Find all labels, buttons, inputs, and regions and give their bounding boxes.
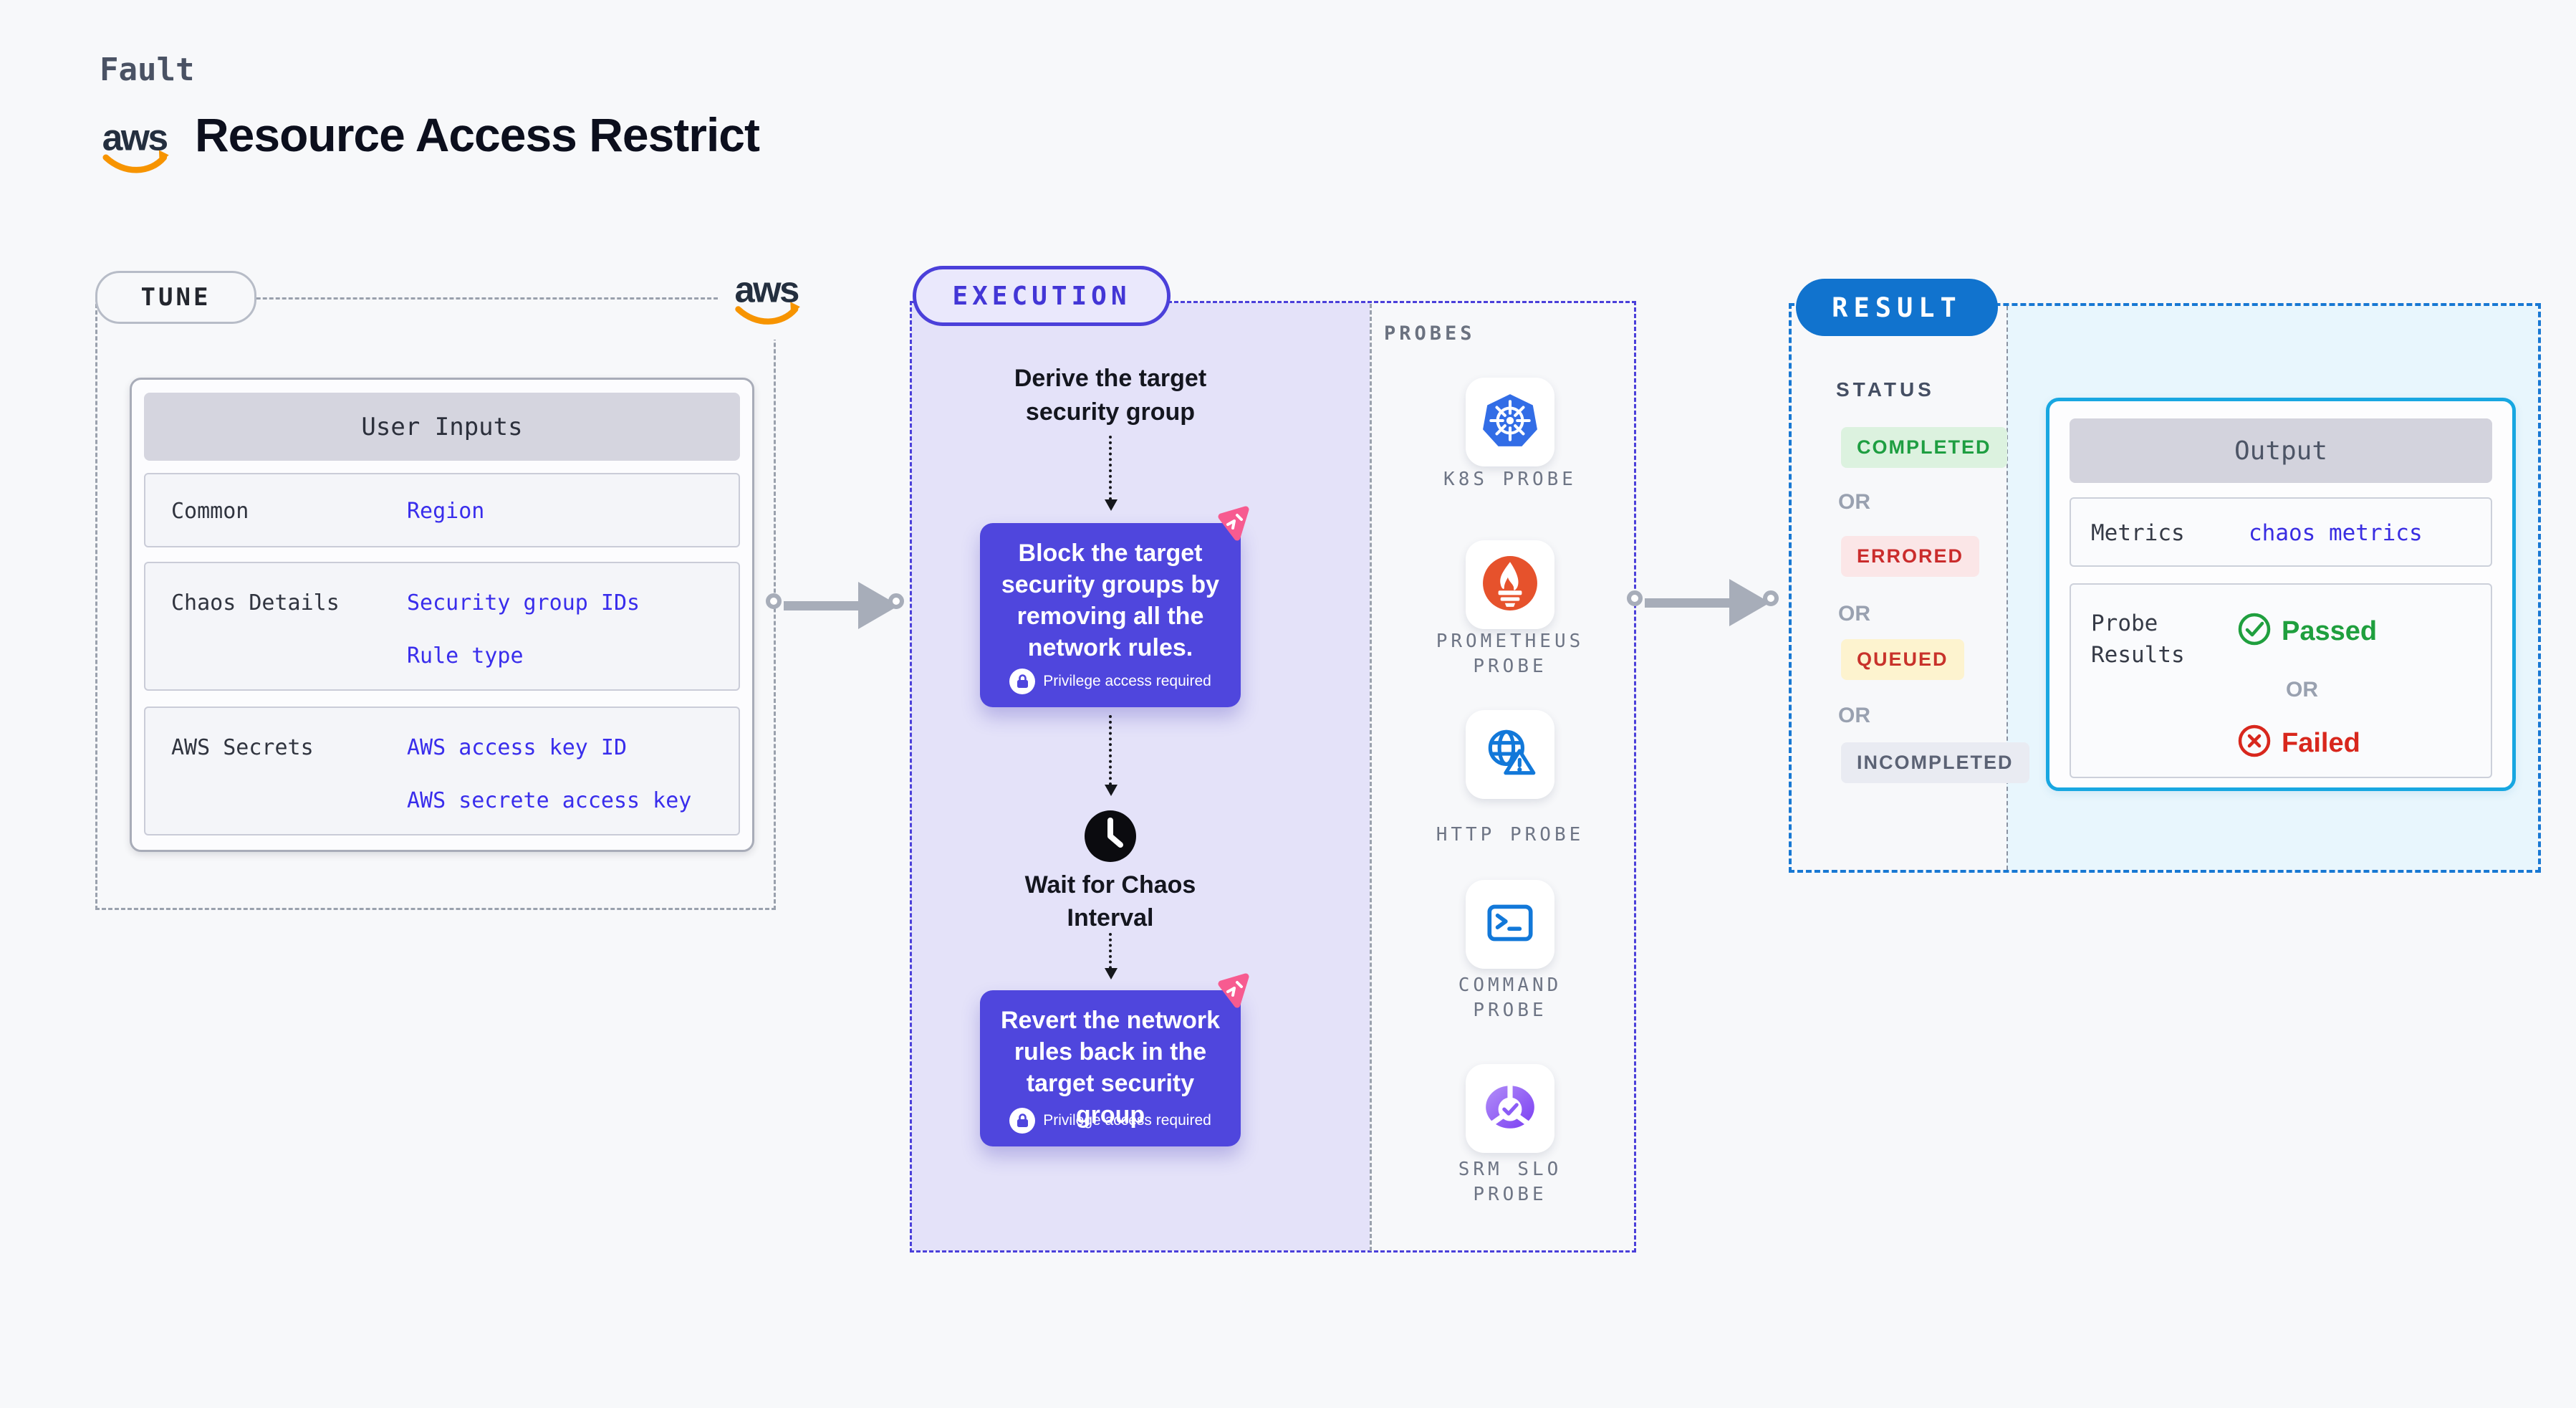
probe-label: SRM SLO PROBE — [1458, 1159, 1562, 1205]
clock-icon — [1085, 810, 1136, 862]
row-label: AWS Secrets — [171, 735, 314, 760]
page-title: Resource Access Restrict — [195, 108, 760, 161]
table-row-chaos-details: Chaos Details Security group IDs Rule ty… — [144, 562, 740, 691]
probe-label: K8S PROBE — [1443, 469, 1577, 490]
status-title: STATUS — [1836, 378, 1935, 401]
table-row-aws-secrets: AWS Secrets AWS access key ID AWS secret… — [144, 707, 740, 835]
probe-results-row: Probe Results Passed OR Failed — [2070, 583, 2492, 778]
fault-kind-label: Fault — [100, 52, 195, 88]
probe-card-k8s — [1466, 378, 1554, 466]
chaos-spark-icon — [1213, 972, 1252, 1010]
connector-node — [766, 593, 782, 609]
svg-text:aws: aws — [734, 269, 799, 310]
status-badge-queued: QUEUED — [1841, 639, 1964, 680]
row-value: Rule type — [407, 643, 524, 669]
table-row-common: Common Region — [144, 473, 740, 547]
privilege-row: Privilege access required — [980, 669, 1241, 694]
connector-node — [1763, 590, 1779, 606]
probe-card-srm-slo — [1466, 1064, 1554, 1153]
svg-text:aws: aws — [102, 116, 168, 158]
lock-icon — [1009, 669, 1036, 694]
srm-slo-icon — [1481, 1078, 1539, 1139]
output-card: Output Metrics chaos metrics Probe Resul… — [2046, 398, 2516, 791]
status-or: OR — [1838, 602, 1870, 626]
execution-section-border — [910, 301, 1636, 1253]
probe-card-command — [1466, 880, 1554, 969]
status-or: OR — [1838, 704, 1870, 727]
probe-results-label: Probe Results — [2091, 610, 2185, 668]
block-step-card: Block the target security groups by remo… — [980, 523, 1241, 707]
probe-card-prometheus — [1466, 540, 1554, 629]
arrow-line — [784, 601, 858, 610]
status-badge-completed: COMPLETED — [1841, 427, 2007, 468]
derive-step-text: Derive the target security group — [1014, 365, 1207, 426]
result-divider — [2007, 306, 2008, 870]
aws-logo-small: aws — [718, 259, 818, 340]
arrow-line — [1645, 598, 1729, 608]
probes-title: PROBES — [1384, 322, 1476, 345]
terminal-icon — [1481, 894, 1539, 955]
chaos-spark-icon — [1213, 504, 1252, 543]
probe-card-http — [1466, 710, 1554, 799]
prometheus-icon — [1481, 555, 1539, 616]
connector-node — [1627, 590, 1643, 606]
row-label: Common — [171, 499, 249, 524]
row-value: Region — [407, 499, 485, 524]
x-circle-icon — [2237, 724, 2272, 758]
http-globe-warning-icon — [1481, 724, 1539, 785]
wait-step-text: Wait for Chaos Interval — [1024, 871, 1196, 932]
probes-divider — [1370, 304, 1372, 1251]
row-value: Security group IDs — [407, 590, 640, 616]
flow-arrow-down-icon — [1105, 715, 1118, 796]
lock-icon — [1009, 1108, 1036, 1134]
status-or: OR — [1838, 490, 1870, 514]
block-step-text: Block the target security groups by remo… — [1001, 540, 1220, 661]
connector-node — [888, 593, 904, 609]
probe-or: OR — [2286, 678, 2318, 701]
flow-arrow-down-icon — [1105, 436, 1118, 511]
probe-label: PROMETHEUS PROBE — [1436, 631, 1585, 677]
output-header: Output — [2070, 418, 2492, 483]
revert-step-text: Revert the network rules back in the tar… — [1000, 1007, 1221, 1129]
tune-badge: TUNE — [95, 271, 256, 324]
privilege-label: Privilege access required — [1043, 673, 1211, 689]
user-inputs-header: User Inputs — [144, 393, 740, 461]
result-section-border — [1789, 303, 2541, 873]
user-inputs-card: User Inputs Common Region Chaos Details … — [130, 378, 754, 852]
flow-arrow-down-icon — [1105, 933, 1118, 980]
probe-label: HTTP PROBE — [1436, 824, 1585, 846]
probe-label: COMMAND PROBE — [1458, 974, 1562, 1021]
metrics-row: Metrics chaos metrics — [2070, 497, 2492, 567]
kubernetes-icon — [1481, 392, 1539, 453]
metrics-label: Metrics — [2091, 520, 2185, 546]
arrow-head-icon — [1729, 579, 1770, 626]
row-label: Chaos Details — [171, 590, 340, 616]
privilege-label: Privilege access required — [1043, 1112, 1211, 1129]
check-circle-icon — [2237, 612, 2272, 646]
row-value: AWS secrete access key — [407, 788, 692, 813]
aws-logo: aws — [96, 113, 176, 182]
failed-label: Failed — [2282, 728, 2360, 758]
privilege-row: Privilege access required — [980, 1108, 1241, 1134]
revert-step-card: Revert the network rules back in the tar… — [980, 990, 1241, 1146]
status-badge-incompleted: INCOMPLETED — [1841, 742, 2029, 783]
status-badge-errored: ERRORED — [1841, 536, 1980, 577]
result-badge: RESULT — [1796, 279, 1998, 336]
metrics-value: chaos metrics — [2249, 520, 2423, 546]
row-value: AWS access key ID — [407, 735, 628, 760]
passed-label: Passed — [2282, 616, 2378, 646]
execution-badge: EXECUTION — [913, 266, 1171, 326]
